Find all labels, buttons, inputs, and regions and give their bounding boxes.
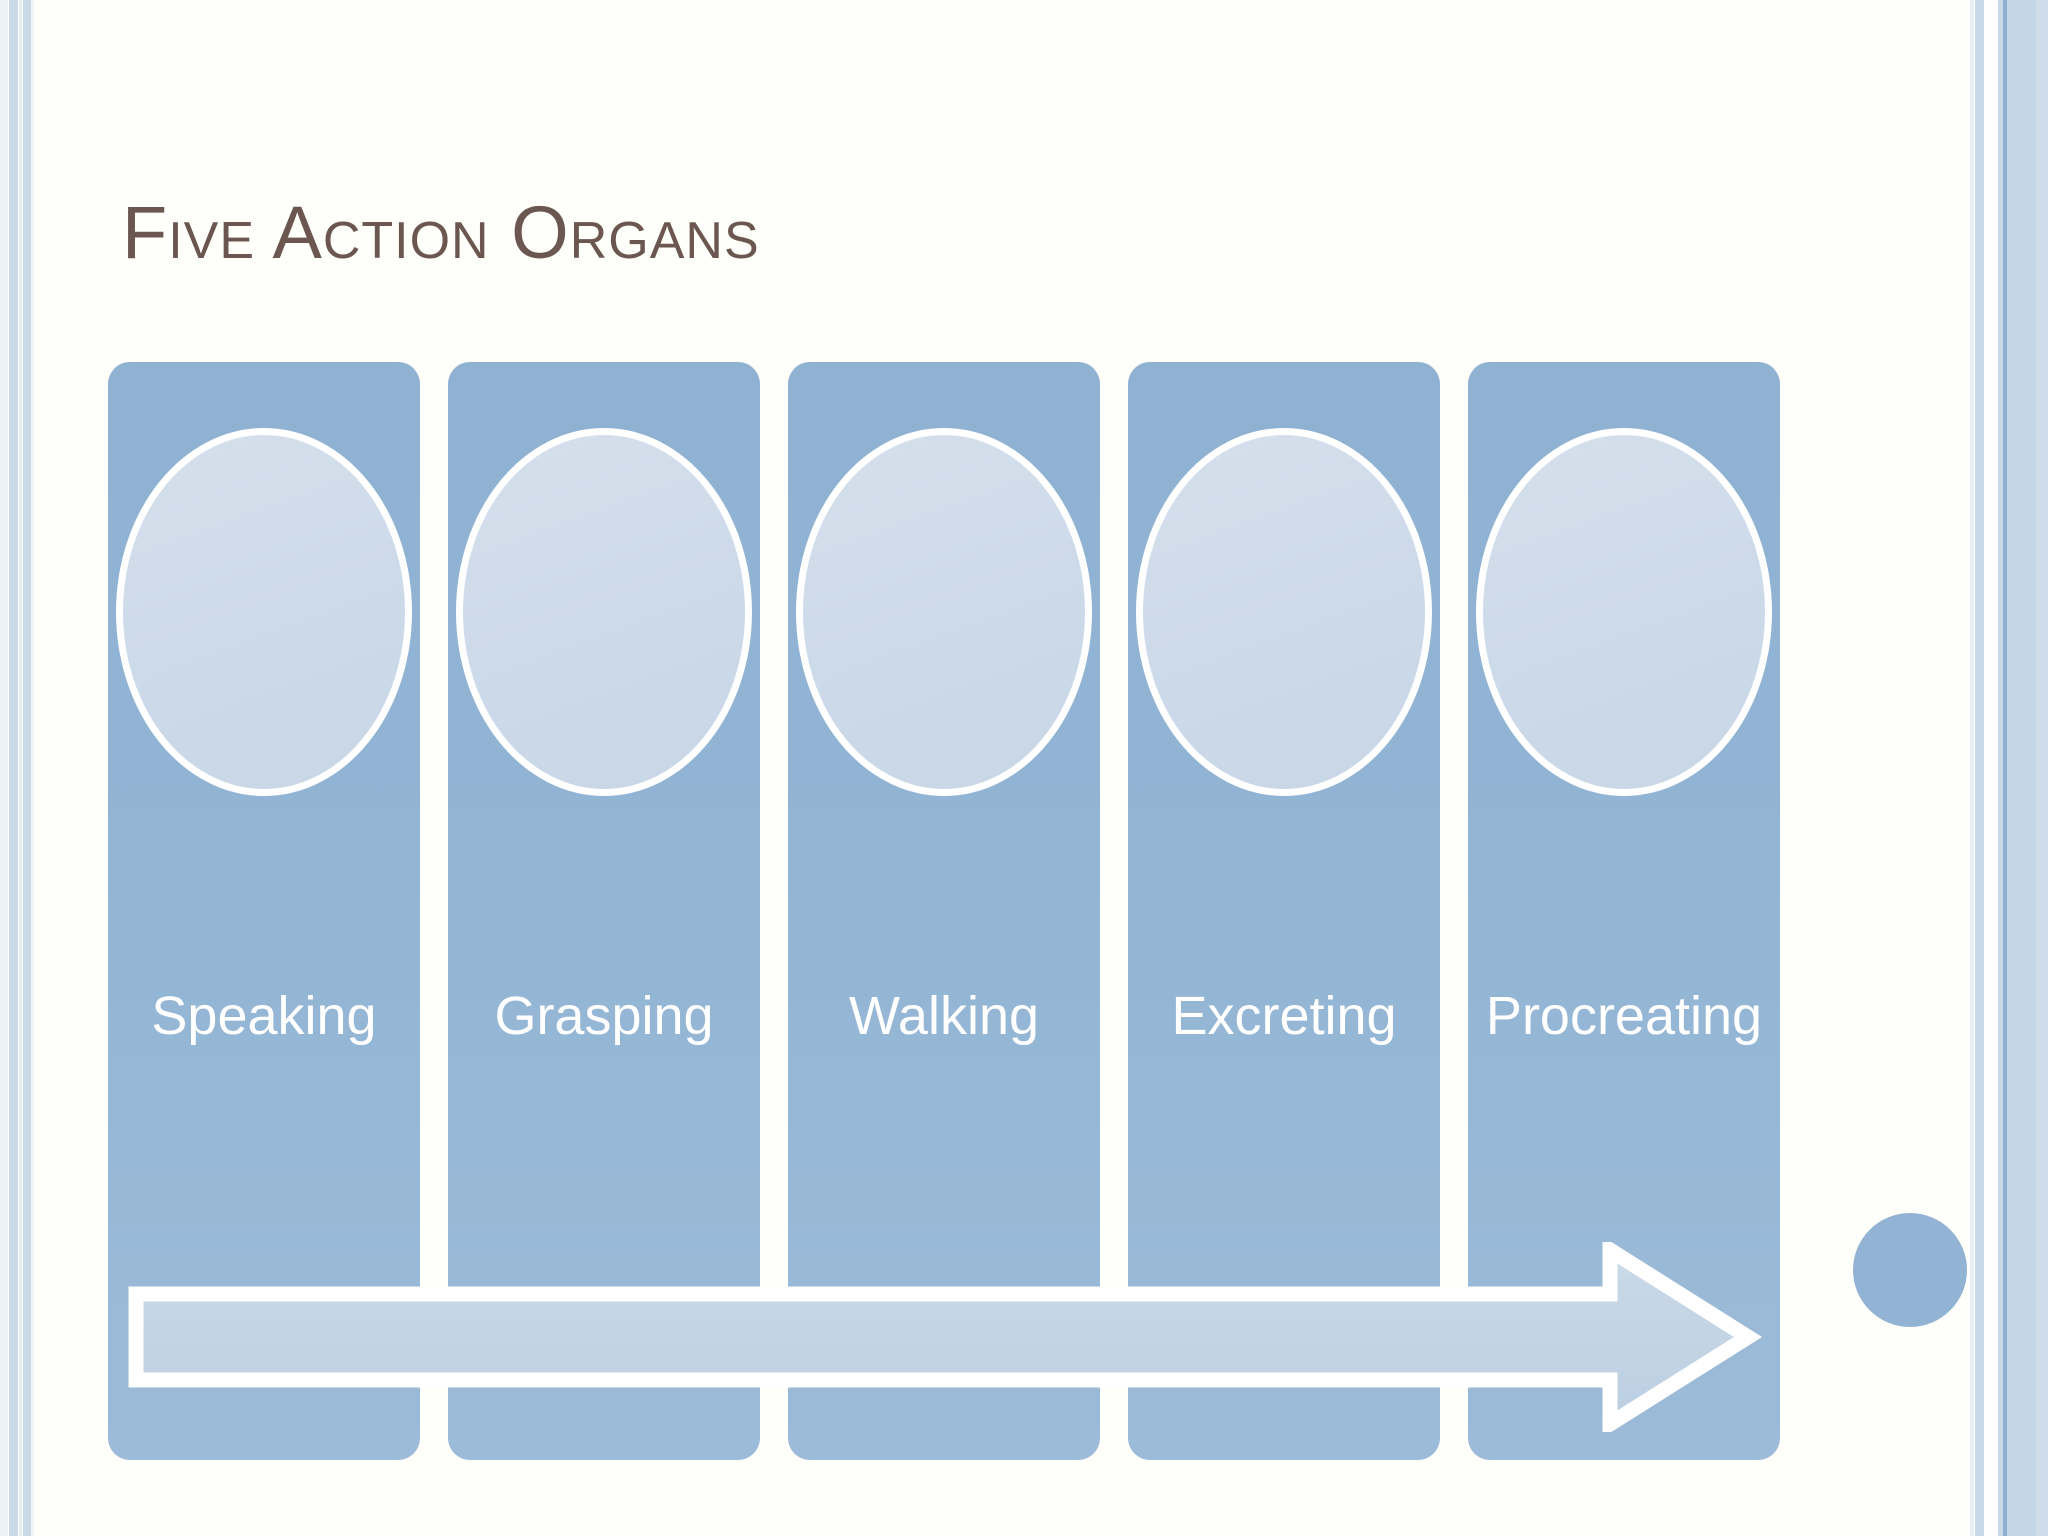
stripe-7 [2036,0,2048,1536]
picture-placeholder-oval [456,428,752,796]
process-card-label: Grasping [494,986,714,1046]
process-card-label: Walking [848,986,1040,1046]
stripe-3 [19,0,22,1536]
picture-placeholder-oval [796,428,1092,796]
process-card-label: Procreating [1485,986,1763,1046]
left-edge-stripes [0,0,34,1536]
stripe-5 [31,0,34,1536]
right-edge-stripes [1958,0,2048,1536]
stripe-1 [1970,0,1974,1536]
process-card-grasping[interactable]: Grasping [448,362,760,1460]
stripe-2 [9,0,18,1536]
process-card-excreting[interactable]: Excreting [1128,362,1440,1460]
stripe-1 [0,0,8,1536]
stripe-5 [2003,0,2007,1536]
stripe-3 [1987,0,1999,1536]
process-card-label: Excreting [1171,986,1397,1046]
stripe-2 [1975,0,1984,1536]
page-title: Five Action Organs [122,191,760,274]
picture-placeholder-oval [1136,428,1432,796]
stripe-4 [23,0,31,1536]
process-card-label: Speaking [151,986,377,1046]
process-card-speaking[interactable]: Speaking [108,362,420,1460]
corner-circle-decoration [1853,1213,1967,1327]
stripe-4 [1998,0,2004,1536]
process-card-walking[interactable]: Walking [788,362,1100,1460]
process-card-procreating[interactable]: Procreating [1468,362,1780,1460]
stripe-6 [2007,0,2048,1536]
picture-placeholder-oval [1476,428,1772,796]
process-diagram: Speaking Grasping Walking Excreting Proc… [108,362,1780,1460]
picture-placeholder-oval [116,428,412,796]
